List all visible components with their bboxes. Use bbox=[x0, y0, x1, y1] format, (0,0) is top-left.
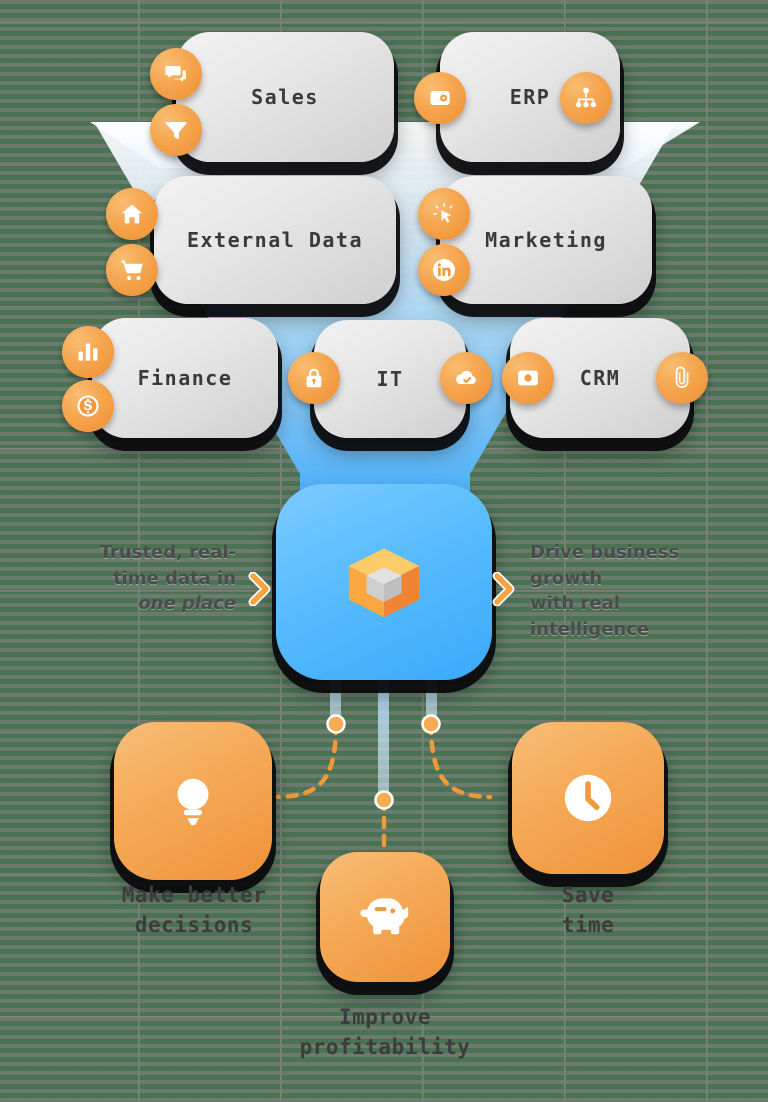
outcome-card-profitability[interactable] bbox=[320, 852, 450, 982]
cart-icon[interactable] bbox=[106, 244, 158, 296]
chevron-right-icon bbox=[248, 572, 274, 606]
photo-icon[interactable] bbox=[502, 352, 554, 404]
chevron-right-icon bbox=[492, 572, 518, 606]
clock-icon bbox=[564, 774, 612, 822]
source-card-label: IT bbox=[376, 367, 404, 391]
outcome-label-decisions: Make better decisions bbox=[84, 880, 304, 941]
hub-left-caption: Trusted, real- time data in one place bbox=[66, 540, 236, 617]
home-icon[interactable] bbox=[106, 188, 158, 240]
source-card-label: Sales bbox=[251, 85, 319, 109]
hub-right-caption-line2: growth bbox=[530, 567, 603, 589]
outcome-card-time[interactable] bbox=[512, 722, 664, 874]
outcome-label-line1: Save bbox=[561, 883, 615, 907]
click-icon[interactable] bbox=[418, 188, 470, 240]
hub-right-caption-line1: Drive business bbox=[530, 542, 680, 563]
source-card-marketing[interactable]: Marketing bbox=[440, 176, 652, 304]
lightbulb-icon bbox=[177, 778, 209, 826]
source-card-erp[interactable]: ERP bbox=[440, 32, 620, 162]
outcome-label-time: Save time bbox=[492, 880, 684, 941]
outcome-label-line1: Improve bbox=[338, 1005, 431, 1029]
hub-left-caption-line3: one place bbox=[138, 593, 236, 615]
cloud-check-icon[interactable] bbox=[440, 352, 492, 404]
hub-right-caption-line4: intelligence bbox=[530, 618, 650, 640]
sitemap-icon[interactable] bbox=[560, 72, 612, 124]
source-card-label: CRM bbox=[579, 366, 621, 390]
hub-card[interactable] bbox=[276, 484, 492, 680]
outcome-label-line2: decisions bbox=[134, 913, 254, 938]
outcome-label-line2: time bbox=[561, 913, 615, 938]
hub-right-caption-line3: with real bbox=[530, 593, 620, 615]
lock-icon[interactable] bbox=[288, 352, 340, 404]
wallet-icon[interactable] bbox=[414, 72, 466, 124]
hub-right-caption: Drive business growth with real intellig… bbox=[530, 540, 740, 642]
source-card-finance[interactable]: Finance bbox=[92, 318, 278, 438]
source-card-label: Marketing bbox=[485, 228, 607, 252]
source-card-sales[interactable]: Sales bbox=[176, 32, 394, 162]
hub-left-caption-line2: time data in bbox=[112, 567, 236, 589]
outcome-card-decisions[interactable] bbox=[114, 722, 272, 880]
bar-chart-icon[interactable] bbox=[62, 326, 114, 378]
cube-icon bbox=[348, 548, 420, 618]
source-card-label: ERP bbox=[509, 85, 551, 109]
source-card-label: Finance bbox=[137, 366, 233, 390]
linkedin-icon[interactable] bbox=[418, 244, 470, 296]
outcome-label-profitability: Improve profitability bbox=[276, 1002, 494, 1063]
piggy-bank-icon bbox=[360, 898, 409, 935]
outcome-label-line2: profitability bbox=[299, 1035, 471, 1060]
chat-icon[interactable] bbox=[150, 48, 202, 100]
paperclip-icon[interactable] bbox=[656, 352, 708, 404]
source-card-external-data[interactable]: External Data bbox=[154, 176, 396, 304]
outcome-label-line1: Make better bbox=[121, 883, 267, 907]
filter-icon[interactable] bbox=[150, 104, 202, 156]
hub-left-caption-line1: Trusted, real- bbox=[99, 542, 236, 563]
dollar-coin-icon[interactable] bbox=[62, 380, 114, 432]
source-card-label: External Data bbox=[186, 228, 364, 252]
